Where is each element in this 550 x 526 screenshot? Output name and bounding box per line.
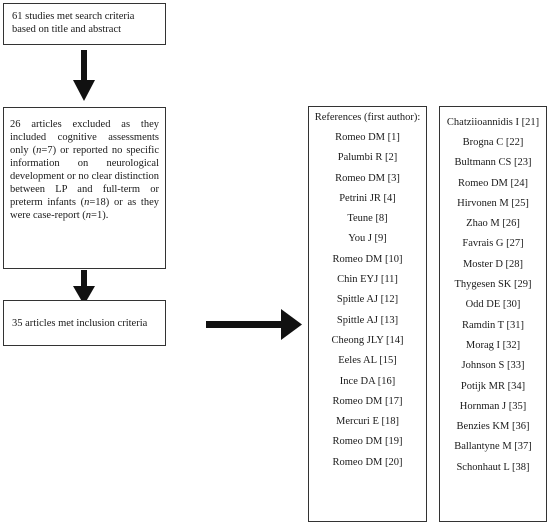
reference-item: Moster D [28] xyxy=(462,258,524,270)
search-criteria-box: 61 studies met search criteria based on … xyxy=(3,3,166,45)
reference-item: Teune [8] xyxy=(347,213,388,225)
reference-item: Benzies KM [36] xyxy=(456,421,530,433)
reference-item: Romeo DM [1] xyxy=(335,132,400,143)
reference-item: Potijk MR [34] xyxy=(460,380,526,392)
reference-item: Romeo DM [17] xyxy=(332,395,403,407)
reference-item: Romeo DM [24] xyxy=(458,177,528,189)
search-criteria-text: 61 studies met search criteria based on … xyxy=(12,11,135,35)
reference-item: Romeo DM [20] xyxy=(332,456,403,468)
arrow-down-2 xyxy=(73,270,95,305)
arrow-down-1 xyxy=(73,50,95,101)
excluded-n1-label: n xyxy=(36,145,42,156)
reference-item: Thygesen SK [29] xyxy=(454,279,532,291)
excluded-n2-label: n xyxy=(84,197,90,208)
reference-item: Cheong JLY [14] xyxy=(331,334,404,346)
reference-item: Romeo DM [19] xyxy=(332,436,403,448)
reference-item: Johnson S [33] xyxy=(461,360,525,372)
reference-item: Petrini JR [4] xyxy=(339,192,396,204)
references-list-1: References (first author): Romeo DM [1] … xyxy=(308,106,427,522)
reference-item: You J [9] xyxy=(348,233,387,245)
reference-item: Brogna C [22] xyxy=(462,137,524,148)
reference-item: Romeo DM [10] xyxy=(332,253,403,265)
references-list-2: Chatziioannidis I [21] Brogna C [22] Bul… xyxy=(439,106,547,522)
excluded-n2-value: =18) or as they were case-report ( xyxy=(10,197,159,221)
reference-item: Spittle AJ [12] xyxy=(336,294,399,306)
excluded-n3-value: =1). xyxy=(91,210,109,221)
reference-item: Ince DA [16] xyxy=(339,375,396,387)
reference-item: Palumbi R [2] xyxy=(337,152,398,164)
reference-item: Hirvonen M [25] xyxy=(457,197,529,209)
excluded-n1-value: =7) or reported no specific information … xyxy=(10,145,159,208)
reference-item: Hornman J [35] xyxy=(459,400,527,412)
reference-item: Mercuri E [18] xyxy=(336,416,399,428)
excluded-text-part1: 26 articles excluded as they included co… xyxy=(10,119,159,156)
reference-item: Eeles AL [15] xyxy=(338,355,397,367)
reference-item: Chin EYJ [11] xyxy=(337,274,398,286)
included-articles-box: 35 articles met inclusion criteria xyxy=(3,300,166,346)
reference-item: Spittle AJ [13] xyxy=(336,314,399,326)
references-header: References (first author): xyxy=(314,112,421,123)
reference-item: Chatziioannidis I [21] xyxy=(446,117,540,128)
included-text: 35 articles met inclusion criteria xyxy=(12,318,148,329)
reference-item: Morag I [32] xyxy=(465,339,521,351)
reference-item: Zhao M [26] xyxy=(466,218,520,230)
excluded-n3-label: n xyxy=(85,210,92,221)
reference-item: Schonhaut L [38] xyxy=(456,461,530,473)
reference-item: Ballantyne M [37] xyxy=(454,441,532,453)
excluded-articles-box: 26 articles excluded as they included co… xyxy=(3,107,166,269)
reference-item: Ramdin T [31] xyxy=(461,319,525,331)
reference-item: Odd DE [30] xyxy=(465,299,521,311)
reference-item: Romeo DM [3] xyxy=(335,172,400,184)
reference-item: Favrais G [27] xyxy=(462,238,524,250)
reference-item: Bultmann CS [23] xyxy=(454,157,532,169)
arrow-right xyxy=(206,309,302,340)
